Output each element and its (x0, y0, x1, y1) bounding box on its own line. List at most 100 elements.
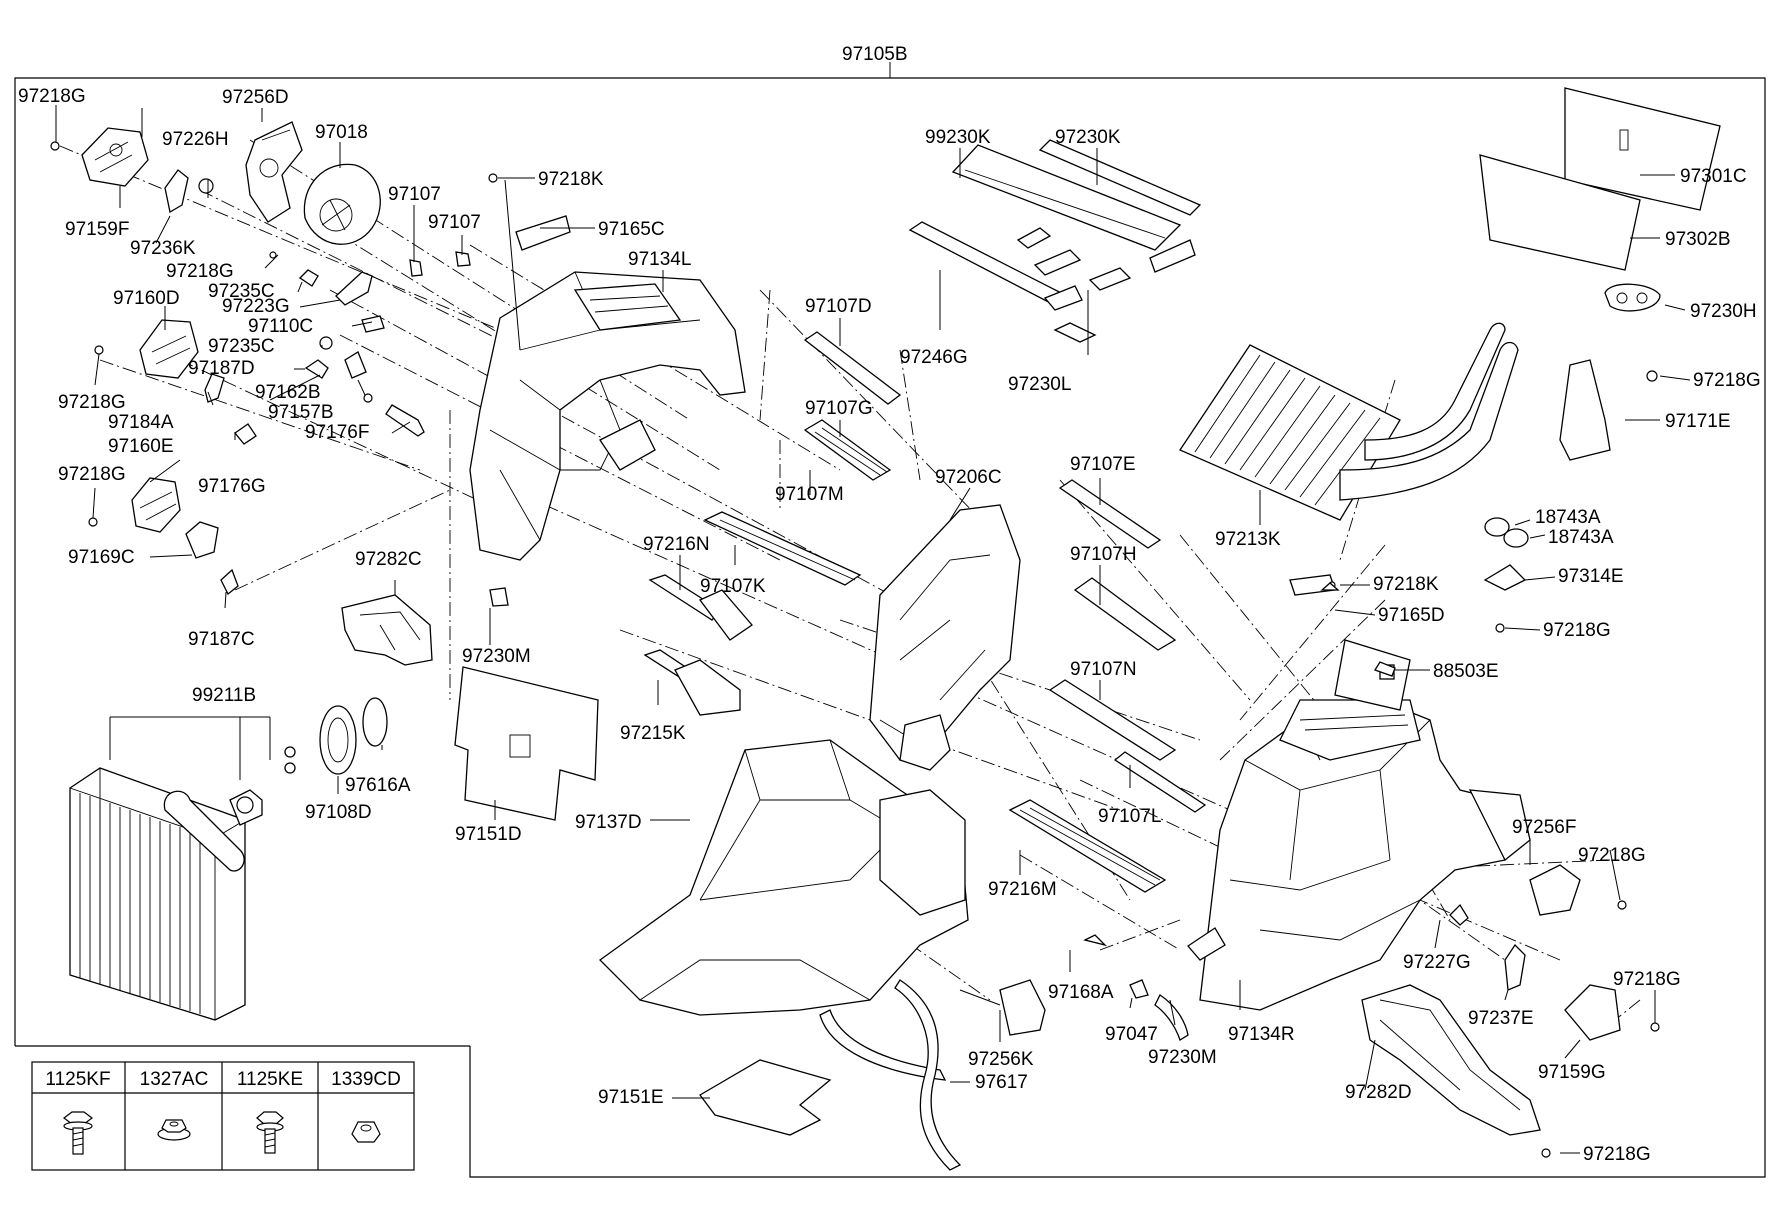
part-label: 97018 (315, 122, 368, 143)
part-label: 97302B (1665, 229, 1731, 250)
part-label: 97047 (1105, 1024, 1158, 1045)
part-label: 97246G (900, 347, 968, 368)
part-label: 97216N (643, 534, 710, 555)
part-label: 97218K (1373, 574, 1439, 595)
part-label: 97165D (1378, 605, 1445, 626)
part-label: 99230K (925, 127, 991, 148)
part-label: 97107D (805, 296, 872, 317)
part-label: 97223G (222, 296, 290, 317)
part-97151D-shape (454, 666, 599, 821)
part-label: 97236K (130, 238, 196, 259)
part-label: 97218G (1578, 845, 1646, 866)
part-97134L-shape (469, 173, 746, 561)
part-label: 97218G (1613, 969, 1681, 990)
part-label: 97218G (58, 464, 126, 485)
part-label: 97171E (1665, 411, 1731, 432)
hardware-header: 1339CD (331, 1069, 401, 1090)
part-label: 97218K (538, 169, 604, 190)
part-label: 97218G (58, 392, 126, 413)
part-label: 97159F (65, 219, 129, 240)
part-label: 97230K (1055, 127, 1121, 148)
assembly-label: 97105B (842, 44, 908, 65)
part-label: 97162B (255, 382, 321, 403)
part-label: 97159G (1538, 1062, 1606, 1083)
part-label: 97256F (1512, 817, 1576, 838)
part-label: 97107K (700, 576, 766, 597)
hardware-table: 1125KF 1327AC 1125KE 1339CD (31, 1061, 415, 1171)
part-label: 97134L (628, 249, 691, 270)
part-label: 97230M (1148, 1047, 1217, 1068)
part-label: 97227G (1403, 952, 1471, 973)
part-label: 97230M (462, 646, 531, 667)
part-label: 97616A (345, 775, 411, 796)
hardware-header: 1327AC (140, 1069, 209, 1090)
part-label: 97235C (208, 281, 275, 302)
leader-lines (55, 105, 1691, 1154)
part-label: 97215K (620, 723, 686, 744)
part-label: 97176G (198, 476, 266, 497)
part-labels: 97105B 97218G 97256D 97226H 97018 97159F… (18, 44, 1761, 1165)
part-label: 97256K (968, 1049, 1034, 1070)
part-97282C-shape (341, 587, 509, 666)
part-label: 97218G (1543, 620, 1611, 641)
part-label: 97237E (1468, 1008, 1534, 1029)
part-label: 97282D (1345, 1082, 1412, 1103)
part-label: 97151D (455, 824, 522, 845)
part-label: 97160E (108, 436, 174, 457)
part-label: 97218G (1693, 370, 1761, 391)
part-label: 97187C (188, 629, 255, 650)
part-label: 97160D (113, 288, 180, 309)
bolt-flange-icon (63, 1111, 93, 1155)
part-label: 97187D (188, 358, 255, 379)
part-label: 97213K (1215, 529, 1281, 550)
part-label: 97107 (428, 212, 481, 233)
part-label: 18743A (1535, 507, 1601, 528)
part-label: 97108D (305, 802, 372, 823)
bolt-washer-icon (256, 1111, 284, 1154)
part-label: 97157B (268, 402, 334, 423)
part-label: 97107G (805, 398, 873, 419)
part-label: 97151E (598, 1087, 664, 1108)
part-label: 97107 (388, 184, 441, 205)
part-label: 97314E (1558, 566, 1624, 587)
part-label: 99211B (192, 685, 256, 706)
part-label: 97107M (775, 484, 844, 505)
part-label: 97218G (166, 261, 234, 282)
parts-lower-mid (699, 979, 1046, 1171)
part-label: 97218G (18, 86, 86, 107)
part-label: 97107N (1070, 659, 1137, 680)
nut-hex-icon (351, 1121, 381, 1143)
parts-top-right (908, 87, 1721, 677)
part-97134R-shape (1199, 574, 1531, 1011)
part-label: 97165C (598, 219, 665, 240)
part-label: 97226H (162, 129, 229, 150)
part-label: 97176F (305, 422, 369, 443)
part-label: 97230H (1690, 301, 1757, 322)
part-99211B-shape (69, 697, 388, 1021)
hardware-header: 1125KF (45, 1069, 110, 1090)
part-label: 97617 (975, 1072, 1028, 1093)
part-label: 97301C (1680, 166, 1747, 187)
part-label: 97168A (1048, 982, 1114, 1003)
parts-top-left (50, 121, 471, 596)
part-label: 97256D (222, 87, 289, 108)
parts-center (643, 331, 1207, 893)
parts-lower-right (1083, 864, 1660, 1158)
part-label: 97218G (1583, 1144, 1651, 1165)
part-label: 97230L (1008, 374, 1071, 395)
part-97137D-shape (599, 739, 969, 1016)
part-label: 97107L (1098, 806, 1161, 827)
assembly-frame (14, 62, 1766, 1178)
hardware-header: 1125KE (237, 1069, 303, 1090)
part-label: 97282C (355, 549, 422, 570)
part-label: 97107H (1070, 544, 1137, 565)
part-label: 97216M (988, 879, 1057, 900)
part-label: 97107E (1070, 454, 1136, 475)
nut-flange-icon (157, 1119, 191, 1141)
part-label: 18743A (1548, 527, 1614, 548)
part-label: 97134R (1228, 1024, 1295, 1045)
part-label: 97169C (68, 547, 135, 568)
part-label: 97110C (248, 316, 313, 337)
part-label: 97137D (575, 812, 642, 833)
